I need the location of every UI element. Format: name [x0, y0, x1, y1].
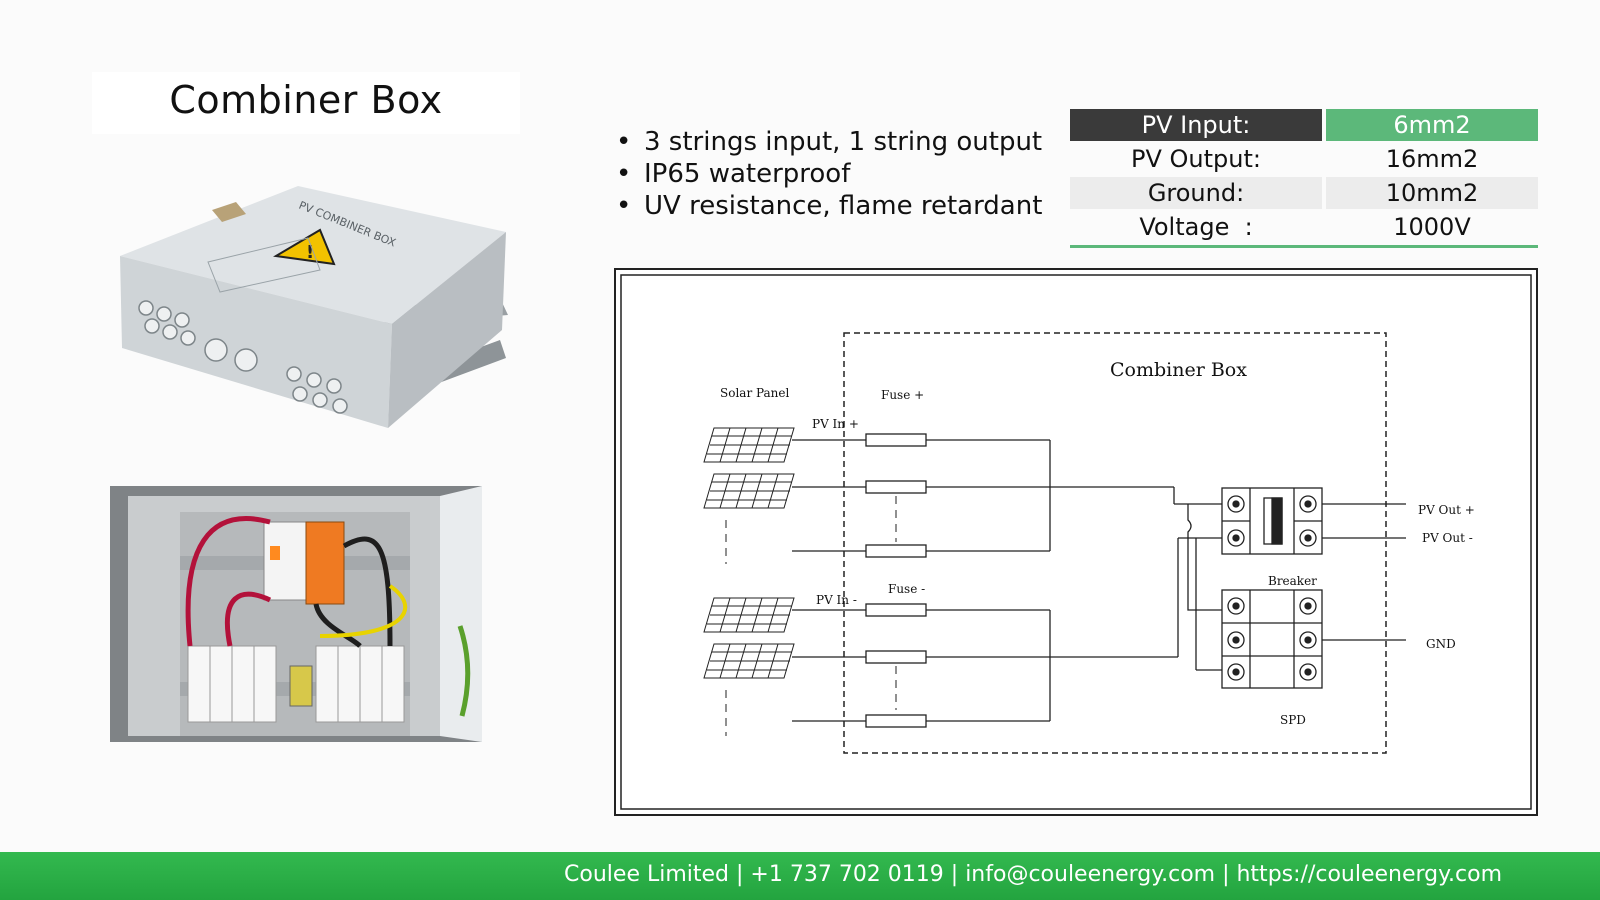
spec-row: Voltage : 1000V	[1070, 211, 1538, 243]
title-box: Combiner Box	[92, 72, 520, 134]
spec-value: 16mm2	[1385, 145, 1479, 173]
spec-label: Voltage :	[1139, 213, 1253, 241]
footer-bar: Coulee Limited | +1 737 702 0119 | info@…	[0, 852, 1600, 900]
page-title: Combiner Box	[169, 78, 443, 122]
wiring-diagram: Combiner Box Solar Panel Fuse + PV In + …	[614, 268, 1538, 816]
spec-row: PV Input: 6mm2	[1070, 109, 1538, 141]
gnd-label: GND	[1426, 637, 1456, 651]
wiring	[792, 439, 1406, 722]
breaker-label: Breaker	[1268, 574, 1317, 588]
feature-list: 3 strings input, 1 string output IP65 wa…	[614, 126, 1042, 222]
solar-panel-1	[703, 427, 795, 463]
pv-out-minus-label: PV Out -	[1422, 531, 1473, 545]
footer-contact: Coulee Limited | +1 737 702 0119 | info@…	[564, 862, 1502, 887]
pv-in-plus-label: PV In +	[812, 417, 859, 431]
fuse-minus-label: Fuse -	[888, 582, 925, 596]
diagram-title: Combiner Box	[1110, 359, 1247, 381]
spec-value: 6mm2	[1326, 109, 1538, 141]
product-photo-closed-box: ! PV COMBINER BOX	[108, 180, 518, 442]
svg-text:!: !	[306, 242, 314, 263]
spec-value: 10mm2	[1326, 177, 1538, 209]
spec-row: Ground: 10mm2	[1070, 177, 1538, 209]
diagram-inner-frame	[620, 274, 1532, 810]
solar-panel-3	[703, 597, 795, 633]
pv-out-plus-label: PV Out +	[1418, 503, 1475, 517]
solar-panel-label: Solar Panel	[720, 386, 790, 400]
product-photo-interior	[110, 486, 482, 742]
spec-label: Ground:	[1070, 177, 1322, 209]
spec-label: PV Input:	[1070, 109, 1322, 141]
spec-table: PV Input: 6mm2 PV Output: 16mm2 Ground: …	[1070, 109, 1538, 248]
fuse-plus-label: Fuse +	[881, 388, 924, 402]
feature-item: IP65 waterproof	[614, 158, 1042, 190]
spec-underline	[1070, 245, 1538, 248]
feature-item: 3 strings input, 1 string output	[614, 126, 1042, 158]
pv-in-minus-label: PV In -	[816, 593, 857, 607]
solar-panel-4	[703, 643, 795, 679]
solar-panel-2	[703, 473, 795, 509]
spec-value: 1000V	[1393, 213, 1471, 241]
breaker	[1221, 487, 1323, 555]
spd	[1221, 589, 1323, 689]
feature-item: UV resistance, flame retardant	[614, 190, 1042, 222]
spec-row: PV Output: 16mm2	[1070, 143, 1538, 175]
spd-label: SPD	[1280, 713, 1306, 727]
combiner-boundary	[843, 332, 1387, 754]
spec-label: PV Output:	[1131, 145, 1261, 173]
fuses	[865, 433, 927, 728]
